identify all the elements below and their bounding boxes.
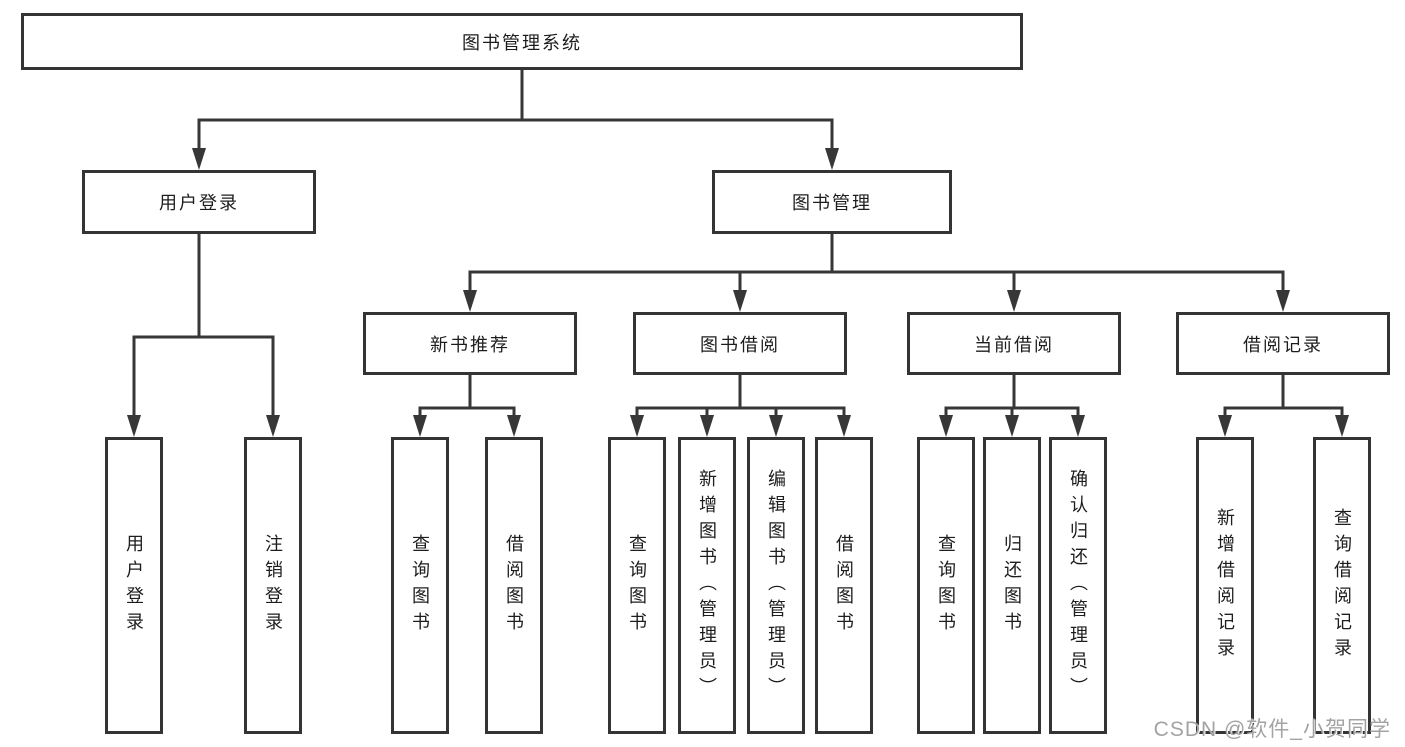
leaf-query-book-rec: 查询图书 [391,437,449,734]
csdn-watermark: CSDN @软件_小贺同学 [1153,718,1391,741]
leaf-confirm-return-admin-label: 确认归还（管理员） [1068,468,1088,703]
leaf-query-borrow-record: 查询借阅记录 [1313,437,1371,734]
node-book-mgmt: 图书管理 [712,170,952,234]
node-new-book-rec-label: 新书推荐 [430,334,510,355]
leaf-return-book-label: 归还图书 [1002,533,1022,638]
node-root: 图书管理系统 [21,13,1023,70]
leaf-query-book-rec-label: 查询图书 [410,533,430,638]
leaf-add-book-admin: 新增图书（管理员） [678,437,736,734]
connector-root-to-level2 [192,69,839,170]
node-user-login: 用户登录 [82,170,316,234]
node-borrow-record: 借阅记录 [1176,312,1390,375]
leaf-user-login-label: 用户登录 [124,533,144,638]
node-current-borrow: 当前借阅 [907,312,1121,375]
leaf-borrow-book: 借阅图书 [815,437,873,734]
node-user-login-label: 用户登录 [159,193,239,213]
leaf-logout-label: 注销登录 [263,533,283,638]
leaf-return-book: 归还图书 [983,437,1041,734]
leaf-add-borrow-record: 新增借阅记录 [1196,437,1254,734]
node-book-borrow-label: 图书借阅 [700,334,780,355]
node-current-borrow-label: 当前借阅 [974,334,1054,355]
leaf-query-book-borrow: 查询图书 [608,437,666,734]
leaf-edit-book-admin: 编辑图书（管理员） [747,437,805,734]
leaf-borrow-book-rec: 借阅图书 [485,437,543,734]
leaf-query-book-borrow-label: 查询图书 [627,533,647,638]
leaf-borrow-book-rec-label: 借阅图书 [504,533,524,638]
node-borrow-record-label: 借阅记录 [1243,334,1323,355]
node-book-mgmt-label: 图书管理 [792,193,872,213]
leaf-add-borrow-record-label: 新增借阅记录 [1215,507,1235,664]
connector-borrow-record-to-leaves [1218,375,1349,437]
connector-book-mgmt-to-level3 [463,234,1290,312]
node-new-book-rec: 新书推荐 [363,312,577,375]
leaf-edit-book-admin-label: 编辑图书（管理员） [766,468,786,703]
node-root-label: 图书管理系统 [462,32,582,53]
connector-current-borrow-to-leaves [939,375,1085,437]
connector-book-borrow-to-leaves [630,375,851,437]
leaf-query-borrow-record-label: 查询借阅记录 [1332,507,1352,664]
leaf-add-book-admin-label: 新增图书（管理员） [697,468,717,703]
connector-new-book-rec-to-leaves [413,375,521,437]
node-book-borrow: 图书借阅 [633,312,847,375]
leaf-confirm-return-admin: 确认归还（管理员） [1049,437,1107,734]
leaf-query-book-current-label: 查询图书 [936,533,956,638]
leaf-logout: 注销登录 [244,437,302,734]
connector-user-login-to-leaves [127,233,280,437]
leaf-query-book-current: 查询图书 [917,437,975,734]
leaf-borrow-book-label: 借阅图书 [834,533,854,638]
leaf-user-login: 用户登录 [105,437,163,734]
